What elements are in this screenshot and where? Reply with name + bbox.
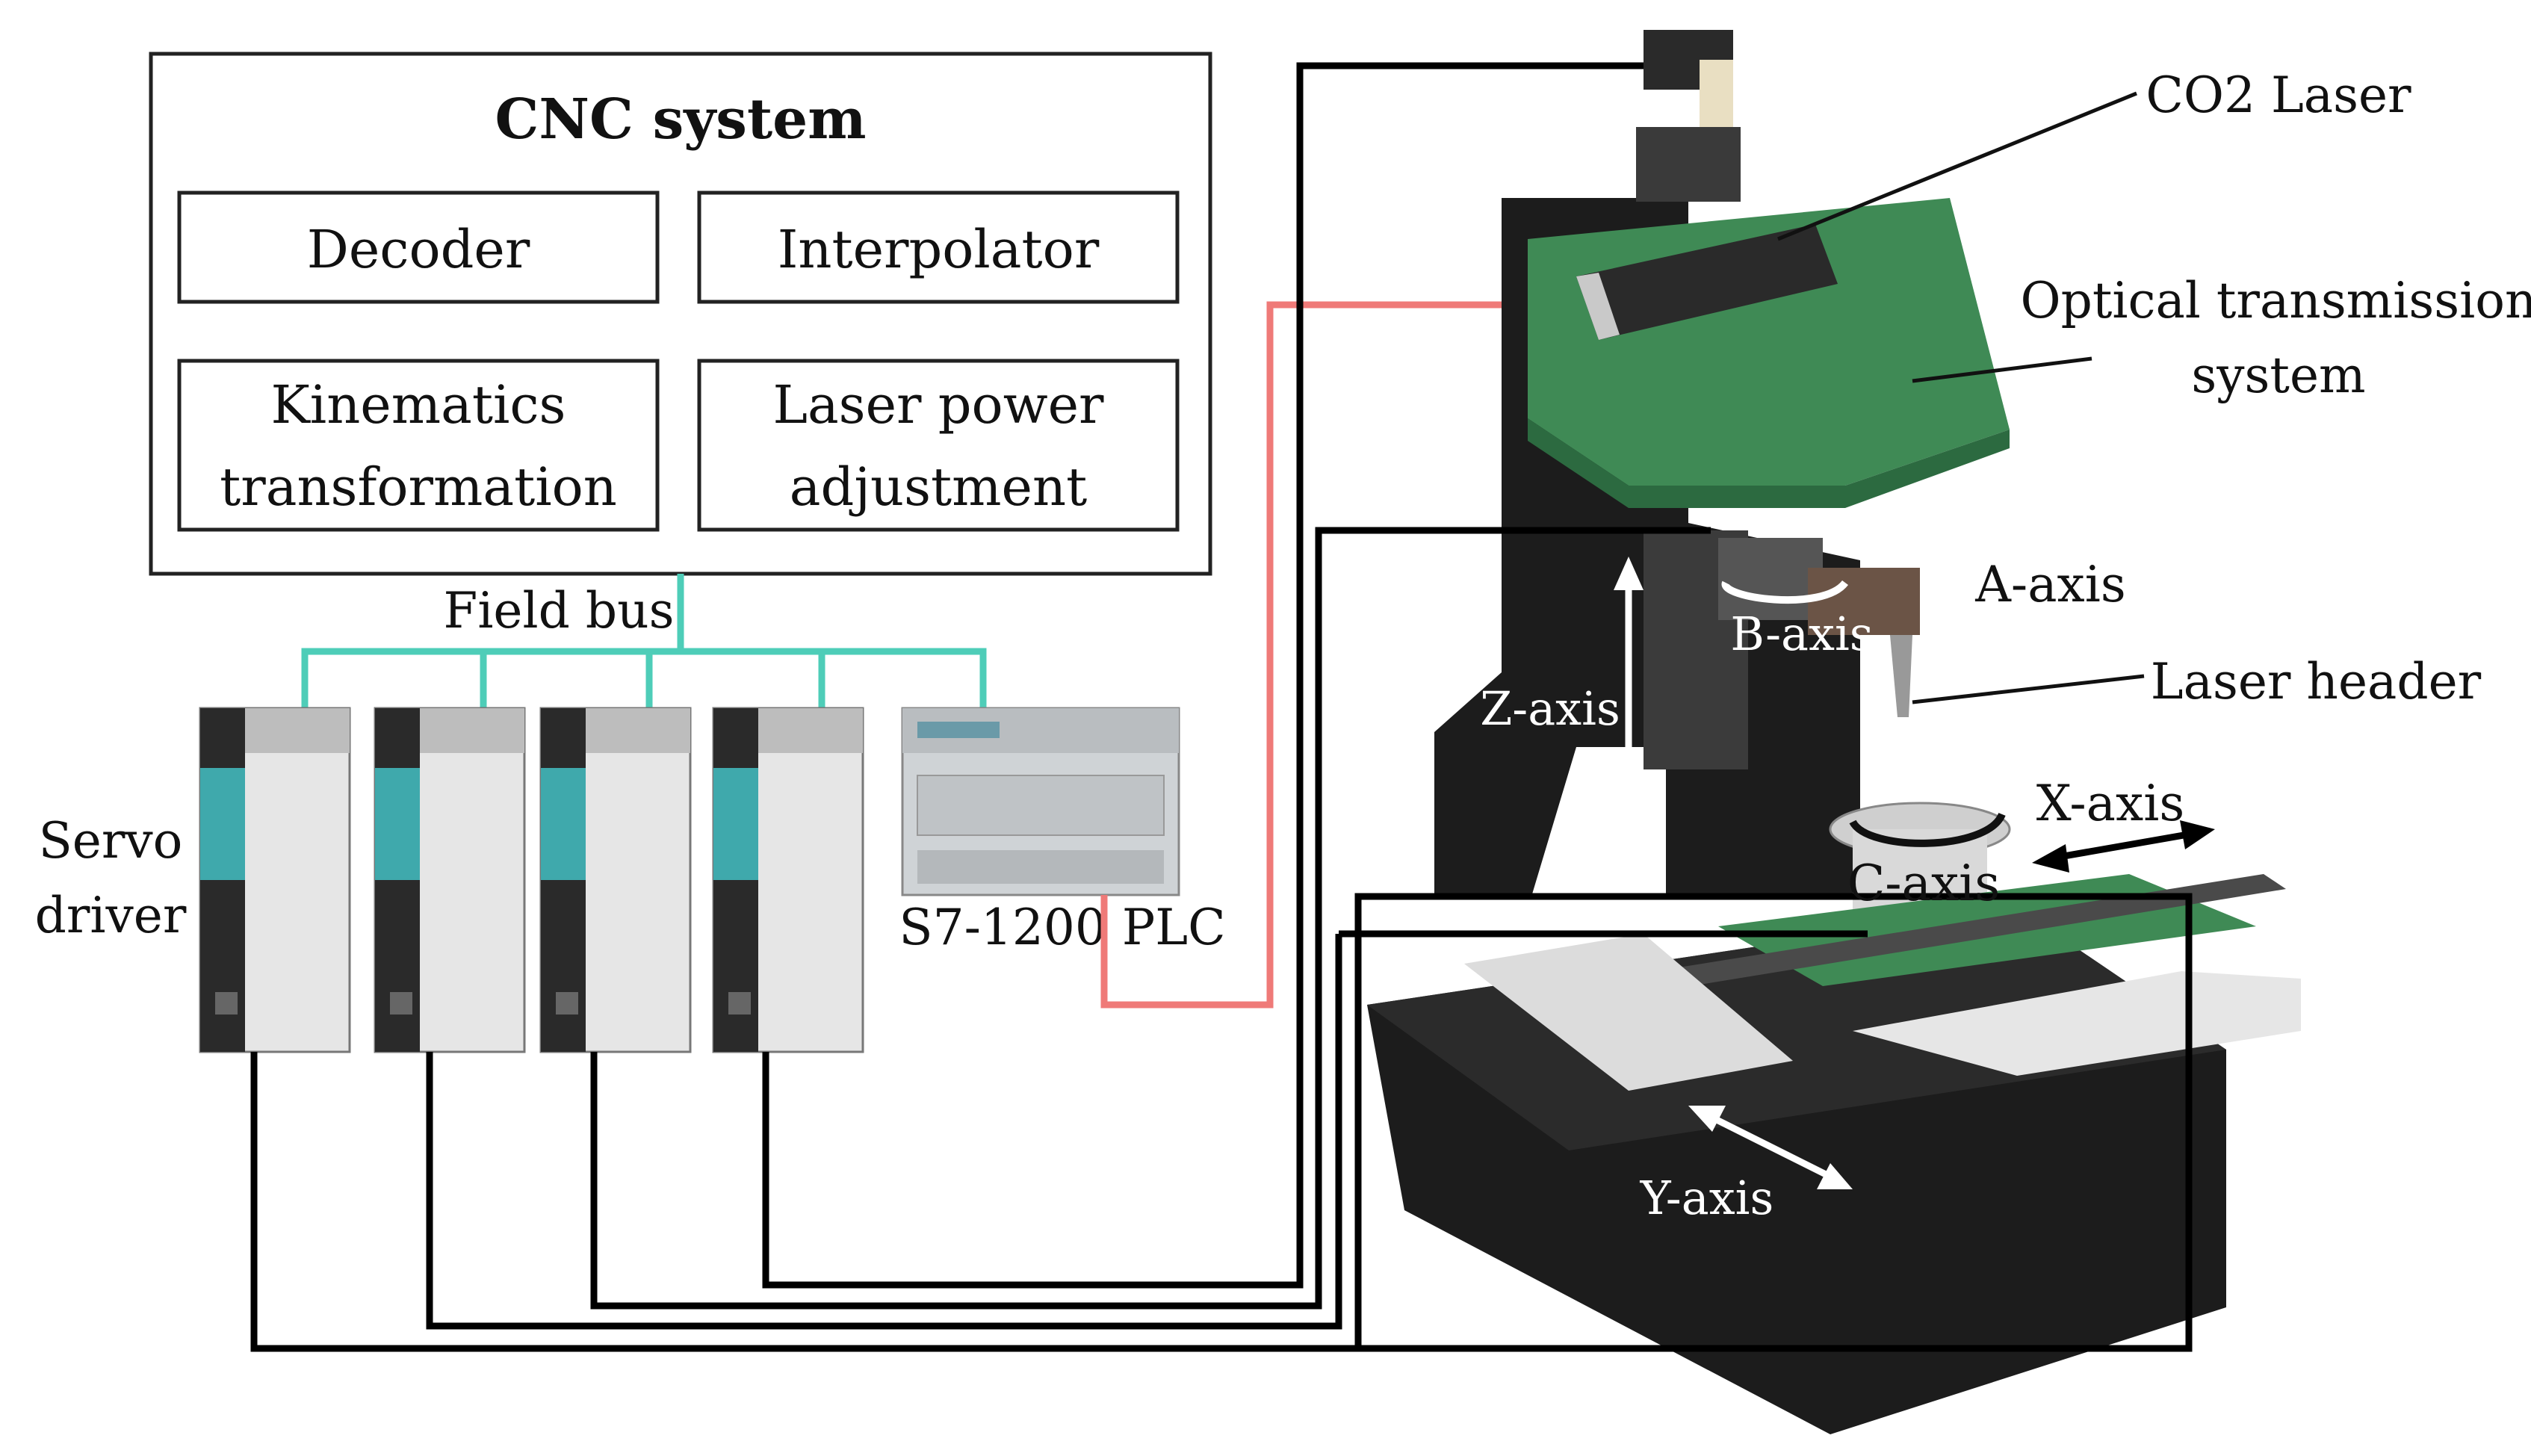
machine-tool	[1367, 30, 2301, 1434]
laser-power-label-line1: Laser power	[772, 374, 1104, 436]
rotation-arrow-icon	[1849, 812, 2006, 847]
servo-drive-icon	[539, 707, 692, 1053]
laser-power-label-line2: adjustment	[790, 456, 1087, 518]
z-axis-label: Z-axis	[1480, 681, 1620, 736]
y-axis-label: Y-axis	[1640, 1171, 1774, 1225]
motor-cable-4	[762, 62, 1644, 1289]
laser-signal-cable	[1100, 301, 1620, 1009]
servo-drive-icon	[374, 707, 526, 1053]
axis-marks	[1614, 542, 2215, 1189]
z-slide-head	[1718, 538, 1823, 620]
laser-head-top-block	[1636, 127, 1741, 202]
rotation-arrow-icon	[1721, 580, 1848, 604]
optical-label-line1: Optical transmission	[2021, 272, 2531, 329]
base-top	[1367, 908, 2226, 1150]
ab-head	[1808, 568, 1920, 635]
column-hollow	[1584, 769, 1666, 896]
y-shield	[1464, 934, 1793, 1091]
cnc-system-title: CNC system	[495, 87, 866, 152]
decoder-label: Decoder	[307, 219, 530, 280]
motor-cables	[250, 62, 2193, 1352]
kinematics-box	[177, 359, 660, 532]
field-bus-label: Field bus	[444, 582, 675, 639]
servo-drivers	[199, 707, 864, 1053]
a-axis-label: A-axis	[1974, 556, 2126, 613]
x-rail	[1561, 874, 2286, 1005]
plc-label: S7-1200 PLC	[899, 899, 1225, 956]
laser-head-top-lens	[1700, 60, 1733, 127]
laser-header-label: Laser header	[2151, 653, 2482, 710]
b-axis-label: B-axis	[1730, 607, 1873, 661]
optical-table-edge	[1528, 418, 2010, 508]
motor-cable-3	[590, 527, 1711, 1310]
interpolator-label: Interpolator	[778, 219, 1100, 280]
servo-drive-icon	[712, 707, 864, 1053]
optical-label-line2: system	[2191, 347, 2365, 404]
co2-laser-label: CO2 Laser	[2146, 66, 2411, 124]
cnc-system: CNC system Decoder Interpolator Kinemati…	[149, 52, 1212, 576]
c-axis-label: C-axis	[1847, 855, 2000, 912]
servo-label-line1: Servo	[39, 812, 183, 870]
leader-lines	[1777, 91, 2145, 704]
plc-module-icon	[901, 707, 1180, 896]
x-axis-label: X-axis	[2036, 775, 2184, 832]
motor-cable-1	[250, 893, 2193, 1352]
motor-cable-2	[426, 934, 1342, 1330]
servo-label-line2: driver	[35, 887, 187, 944]
kinematics-label-line1: Kinematics	[271, 374, 566, 436]
rotation-arrow-icon	[1932, 542, 1967, 660]
decoder-box	[177, 190, 660, 304]
kinematics-label-line2: transformation	[220, 456, 617, 518]
servo-drive-icon	[199, 707, 351, 1053]
interpolator-box	[697, 190, 1180, 304]
laser-tube-icon	[1576, 224, 1838, 340]
field-bus	[301, 574, 987, 708]
laser-nozzle	[1890, 635, 1912, 717]
laser-power-box	[697, 359, 1180, 532]
